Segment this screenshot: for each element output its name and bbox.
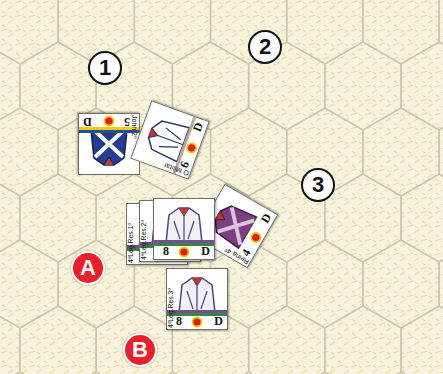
color-band xyxy=(167,310,227,313)
hex-cell xyxy=(363,240,439,328)
unit-type: D xyxy=(259,211,274,225)
hex-cell xyxy=(0,0,58,64)
nation-symbol xyxy=(250,231,262,243)
hex-cell xyxy=(134,372,210,374)
nation-symbol xyxy=(180,248,189,257)
uniform-detail xyxy=(187,286,207,313)
callout-number: 1 xyxy=(88,51,122,85)
hex-cell xyxy=(211,108,287,196)
uniform-jacket xyxy=(179,278,215,313)
color-band xyxy=(79,130,139,133)
hex-cell xyxy=(249,306,325,374)
hex-cell xyxy=(401,174,443,262)
hex-cell xyxy=(58,240,134,328)
saltire-cross xyxy=(95,131,123,157)
unit-name: John 2º xyxy=(131,115,138,139)
hex-cell xyxy=(0,108,58,196)
uniform-jacket xyxy=(209,200,257,249)
hex-cell xyxy=(0,174,20,262)
uniform-collar xyxy=(179,208,189,216)
hex-cell xyxy=(287,0,363,64)
hex-cell xyxy=(363,0,439,64)
uniform-collar xyxy=(104,157,114,165)
hex-cell xyxy=(0,372,58,374)
strength-value: 8 xyxy=(176,315,182,327)
unit-name: 4ºLeg.Res.1º xyxy=(128,223,135,263)
hex-cell xyxy=(58,372,134,374)
hex-cell xyxy=(20,42,96,130)
hex-cell xyxy=(96,306,172,374)
hex-cell xyxy=(439,0,443,64)
hex-cell xyxy=(401,306,443,374)
nation-symbol xyxy=(186,142,198,154)
unit-type: D xyxy=(201,245,210,257)
strength-value: 5 xyxy=(124,116,130,128)
hex-cell xyxy=(363,372,439,374)
uniform-collar xyxy=(192,278,202,286)
hex-cell xyxy=(401,42,443,130)
hex-cell xyxy=(325,42,401,130)
hex-cell xyxy=(0,306,20,374)
hex-cell xyxy=(287,372,363,374)
uniform-collar xyxy=(215,211,227,224)
hex-cell xyxy=(325,306,401,374)
uniform-collar xyxy=(149,128,160,140)
hex-cell xyxy=(325,174,401,262)
callout-number: 3 xyxy=(301,168,335,202)
hex-cell xyxy=(287,240,363,328)
hex-cell xyxy=(0,240,58,328)
hex-cell xyxy=(134,0,210,64)
unit-counter: 8D xyxy=(153,198,215,260)
callout-number: 2 xyxy=(248,30,282,64)
hex-cell xyxy=(439,240,443,328)
uniform-detail xyxy=(174,216,194,243)
color-band xyxy=(154,240,214,243)
hex-cell xyxy=(439,372,443,374)
unit-type: D xyxy=(214,315,223,327)
hex-cell xyxy=(20,174,96,262)
nation-symbol xyxy=(105,117,114,126)
hex-cell xyxy=(0,42,20,130)
unit-counter: 4ºLeg.Res.3º8 D xyxy=(166,268,228,330)
uniform-jacket xyxy=(91,130,127,165)
hex-cell xyxy=(211,0,287,64)
unit-name: 4ºLeg.Res.3º xyxy=(168,288,175,328)
nation-symbol xyxy=(193,318,202,327)
hex-cell xyxy=(363,108,439,196)
callout-number: B xyxy=(123,333,157,367)
hex-cell xyxy=(20,306,96,374)
hex-cell xyxy=(439,108,443,196)
uniform-jacket xyxy=(166,208,202,243)
unit-name: 4ºLeg.Res.2º xyxy=(141,220,148,260)
saltire-cross xyxy=(218,207,255,244)
unit-type: D xyxy=(83,116,92,128)
strength-value: 8 xyxy=(163,245,169,257)
unit-type: D xyxy=(191,121,205,133)
hex-cell xyxy=(211,372,287,374)
unit-counter: John 2º5 D xyxy=(78,113,140,175)
callout-number: A xyxy=(71,251,105,285)
